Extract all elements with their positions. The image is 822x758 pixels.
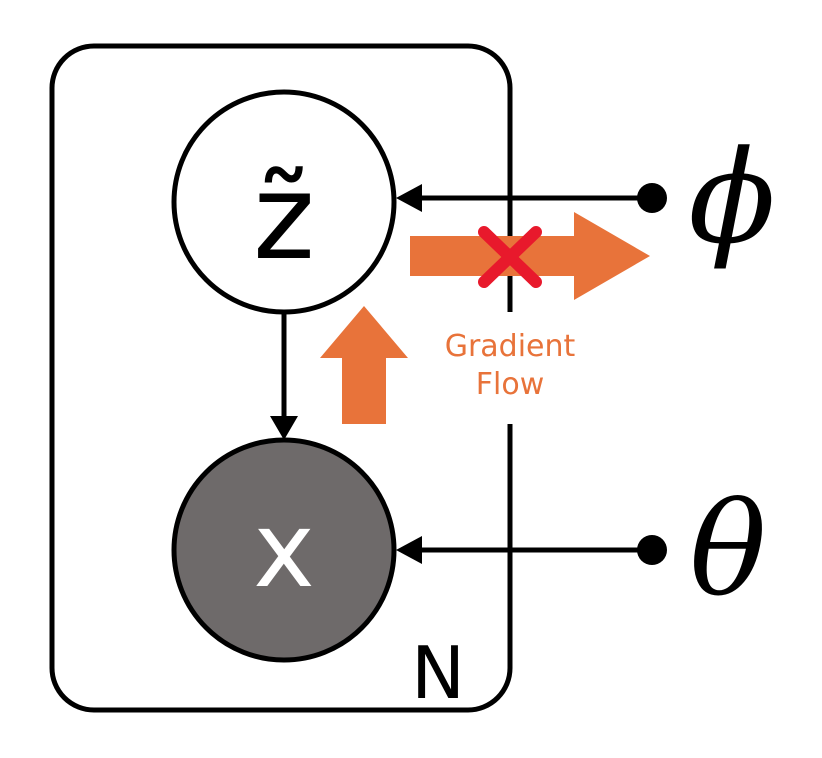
observed-node-label: x (253, 489, 315, 611)
phi-label: ϕ (688, 124, 775, 273)
edge-z-to-x-arrowhead (270, 416, 298, 440)
observed-node (171, 437, 397, 663)
phi-dot (637, 183, 667, 213)
plate-gap (498, 312, 522, 424)
theta-label: θ (689, 476, 766, 625)
latent-node-label: z̃ (253, 148, 315, 286)
theta-dot (637, 535, 667, 565)
latent-node (171, 89, 397, 315)
edge-phi-arrowhead (396, 184, 422, 212)
edge-theta-arrowhead (396, 536, 422, 564)
gradient-flow-label-line2: Flow (476, 367, 544, 402)
gradient-arrow-right (410, 212, 650, 300)
cross-mark-icon (478, 226, 542, 288)
gradient-flow-label-line1: Gradient (445, 329, 576, 364)
gradient-arrow-up (320, 306, 408, 424)
plate-label: N (411, 631, 465, 715)
